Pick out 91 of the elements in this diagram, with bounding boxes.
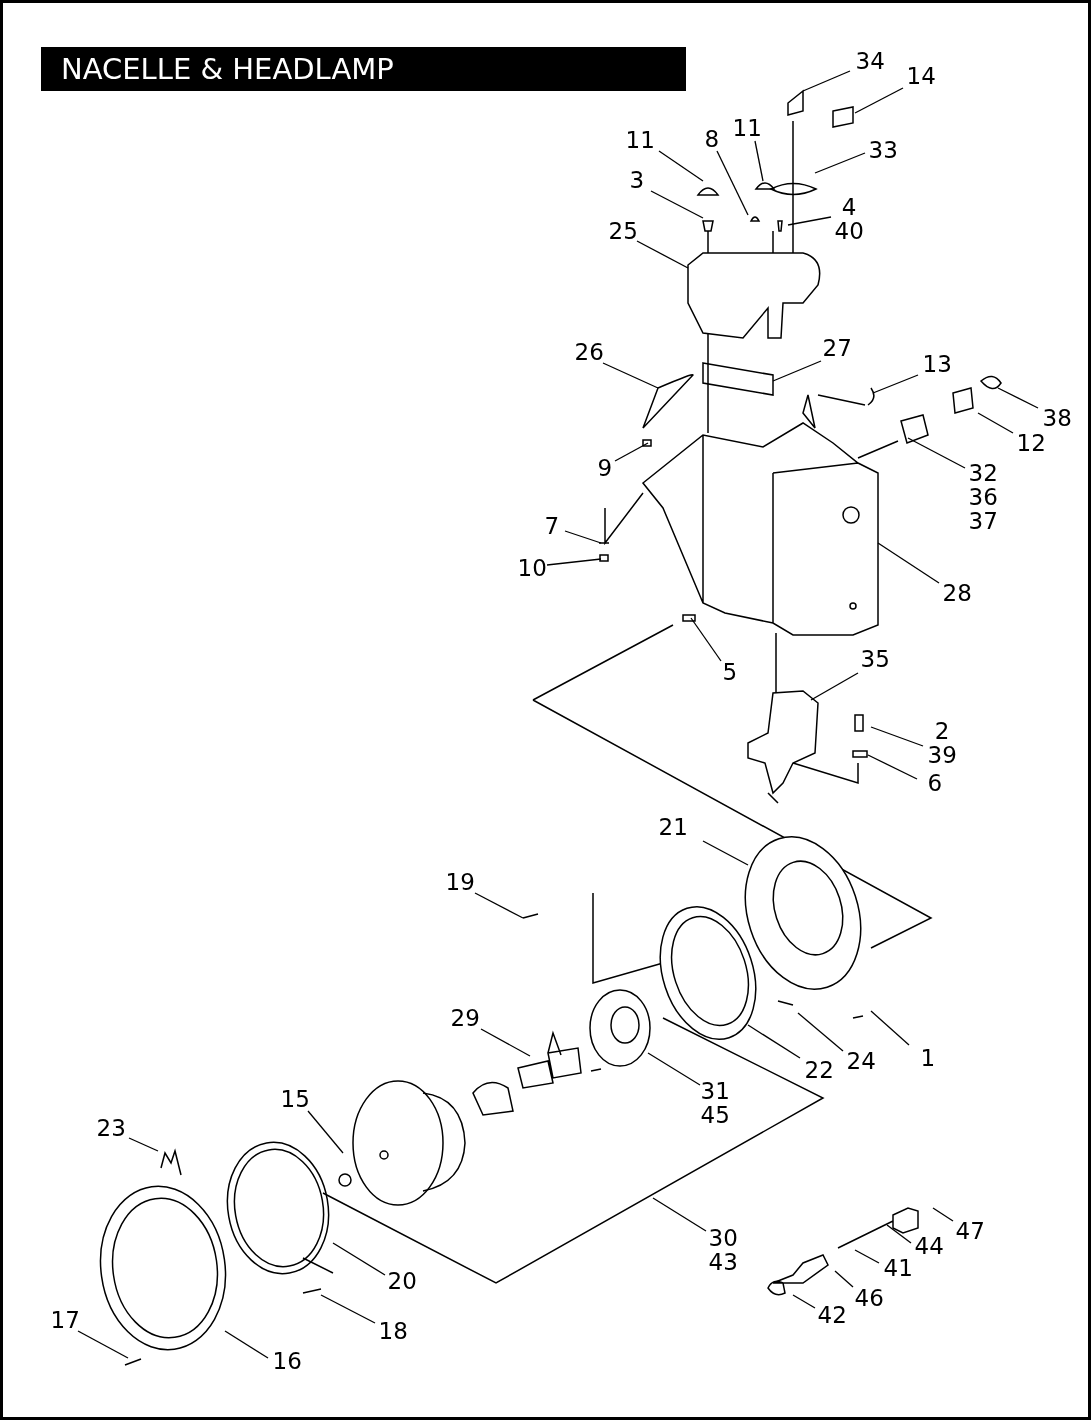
callout-number: 3	[629, 168, 645, 192]
callout-number: 1	[920, 1046, 936, 1070]
callout-number: 34	[855, 49, 885, 73]
leader-line	[652, 1197, 707, 1232]
leader-line	[870, 1010, 910, 1046]
leader-line	[870, 726, 924, 747]
callout-number: 2	[934, 719, 950, 743]
callout-number: 17	[50, 1308, 80, 1332]
callout-number: 29	[450, 1006, 480, 1030]
callout-number: 42	[817, 1303, 847, 1327]
leader-line	[636, 240, 689, 269]
callout-number: 37	[968, 509, 998, 533]
callout-number: 47	[955, 1219, 985, 1243]
callout-number: 25	[608, 219, 638, 243]
callout-number: 21	[658, 815, 688, 839]
callout-number: 8	[704, 127, 720, 151]
title-banner: NACELLE & HEADLAMP	[41, 47, 686, 91]
callout-number: 43	[708, 1250, 738, 1274]
leader-line	[787, 216, 832, 226]
callout-number: 38	[1042, 406, 1072, 430]
leader-line	[658, 150, 704, 182]
callout-number: 45	[700, 1103, 730, 1127]
leader-line	[872, 374, 919, 394]
callout-number: 20	[387, 1269, 417, 1293]
leader-line	[602, 362, 659, 389]
callout-number: 11	[625, 128, 655, 152]
leader-line	[867, 754, 918, 780]
leader-line	[702, 840, 749, 866]
callout-number: 26	[574, 340, 604, 364]
callout-number: 28	[942, 581, 972, 605]
leader-line	[224, 1330, 269, 1359]
callout-number: 12	[1016, 431, 1046, 455]
leader-line	[480, 1028, 531, 1057]
leader-line	[792, 1294, 816, 1309]
callout-number: 36	[968, 485, 998, 509]
leader-line	[797, 1012, 844, 1052]
callout-number: 10	[517, 556, 547, 580]
leader-line	[802, 70, 851, 92]
leader-line	[932, 1207, 954, 1222]
callout-number: 15	[280, 1087, 310, 1111]
leader-line	[474, 892, 524, 919]
leader-line	[810, 672, 859, 701]
leader-line	[772, 360, 822, 382]
callout-number: 32	[968, 461, 998, 485]
leader-line	[650, 190, 704, 219]
leader-line	[307, 1110, 344, 1154]
callout-number: 18	[378, 1319, 408, 1343]
callout-number: 9	[597, 456, 613, 480]
callout-number: 19	[445, 870, 475, 894]
leader-line	[77, 1330, 129, 1359]
leader-line	[754, 140, 764, 182]
callout-number: 24	[846, 1049, 876, 1073]
leader-line	[814, 152, 866, 174]
leader-line	[564, 530, 602, 544]
callout-number: 41	[883, 1256, 913, 1280]
leader-line	[854, 87, 904, 114]
leader-line	[747, 1024, 801, 1059]
leader-line	[834, 1270, 854, 1288]
callout-number: 14	[906, 64, 936, 88]
callout-number: 35	[860, 647, 890, 671]
leader-line	[320, 1294, 376, 1324]
leader-line	[647, 1052, 701, 1086]
callout-number: 6	[927, 771, 943, 795]
leader-line	[716, 150, 749, 216]
callout-number: 11	[732, 116, 762, 140]
callout-number: 5	[722, 660, 738, 684]
callout-number: 39	[927, 743, 957, 767]
callout-number: 7	[544, 514, 560, 538]
callout-number: 13	[922, 352, 952, 376]
callout-number: 46	[854, 1286, 884, 1310]
callout-number: 40	[834, 219, 864, 243]
callout-number: 4	[841, 195, 857, 219]
callout-number: 23	[96, 1116, 126, 1140]
leader-line	[614, 442, 649, 462]
callout-number: 33	[868, 138, 898, 162]
leader-line	[854, 1249, 880, 1264]
callout-number: 22	[804, 1058, 834, 1082]
callout-number: 30	[708, 1226, 738, 1250]
callout-number: 16	[272, 1349, 302, 1373]
leader-line	[546, 558, 602, 566]
leader-line	[997, 387, 1039, 409]
leader-line	[128, 1137, 159, 1152]
leader-line	[886, 1224, 912, 1244]
callout-number: 31	[700, 1079, 730, 1103]
leader-line	[907, 437, 966, 469]
leader-line	[977, 412, 1014, 434]
callout-number: 27	[822, 336, 852, 360]
leader-line	[690, 617, 722, 662]
leader-line	[332, 1242, 386, 1276]
callout-number: 44	[914, 1234, 944, 1258]
leader-line	[877, 542, 940, 584]
